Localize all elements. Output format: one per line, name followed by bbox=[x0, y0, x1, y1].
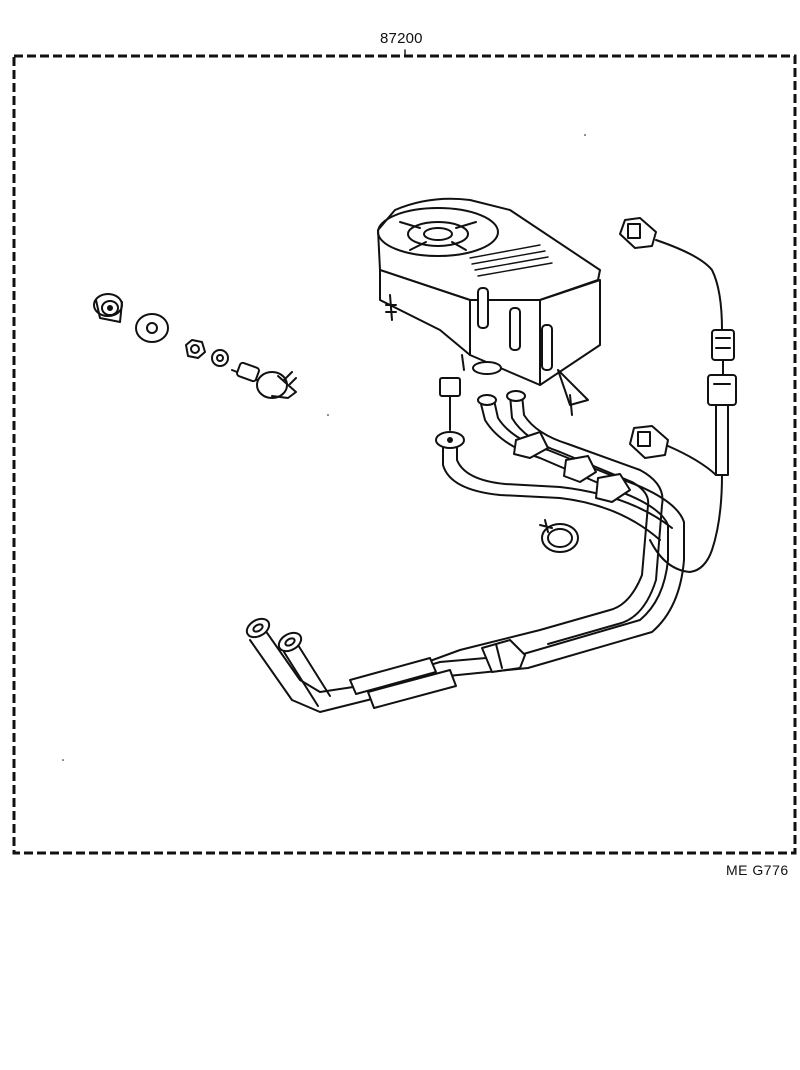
harness-connector-middle bbox=[711, 329, 735, 361]
hose-clamp bbox=[539, 519, 579, 553]
washer bbox=[135, 313, 169, 343]
hose-joint-left bbox=[477, 394, 497, 406]
assembly-part-number: 87200 bbox=[380, 30, 423, 47]
heater-pipes bbox=[245, 390, 685, 713]
heater-blower-unit bbox=[377, 197, 601, 416]
heater-valve-assembly bbox=[435, 377, 673, 541]
harness-connector-lower bbox=[707, 374, 737, 406]
lock-washer bbox=[211, 349, 229, 367]
rotary-switch bbox=[231, 361, 297, 399]
wire-harness bbox=[619, 217, 737, 573]
blower-fitting-parts bbox=[93, 293, 297, 399]
pipe-clamp-upper bbox=[563, 455, 597, 483]
hose-sleeve-lower bbox=[367, 669, 457, 709]
pipe-end-fitting-right bbox=[277, 631, 303, 653]
scan-specks bbox=[62, 134, 586, 761]
pipe-clamp-top bbox=[513, 431, 549, 459]
pipe-end-fitting-left bbox=[245, 617, 271, 639]
hose-sleeve-upper bbox=[349, 657, 437, 695]
control-knob bbox=[93, 293, 123, 323]
assembly-boundary-frame bbox=[12, 49, 797, 855]
harness-connector-top bbox=[619, 217, 657, 249]
hose-joint-right bbox=[506, 390, 526, 402]
pipe-clamp-lower bbox=[481, 639, 526, 673]
illustration-code: ME G776 bbox=[726, 862, 789, 878]
pipe-clamp-middle bbox=[595, 473, 631, 503]
nut bbox=[185, 339, 206, 359]
harness-connector-side bbox=[629, 425, 669, 459]
